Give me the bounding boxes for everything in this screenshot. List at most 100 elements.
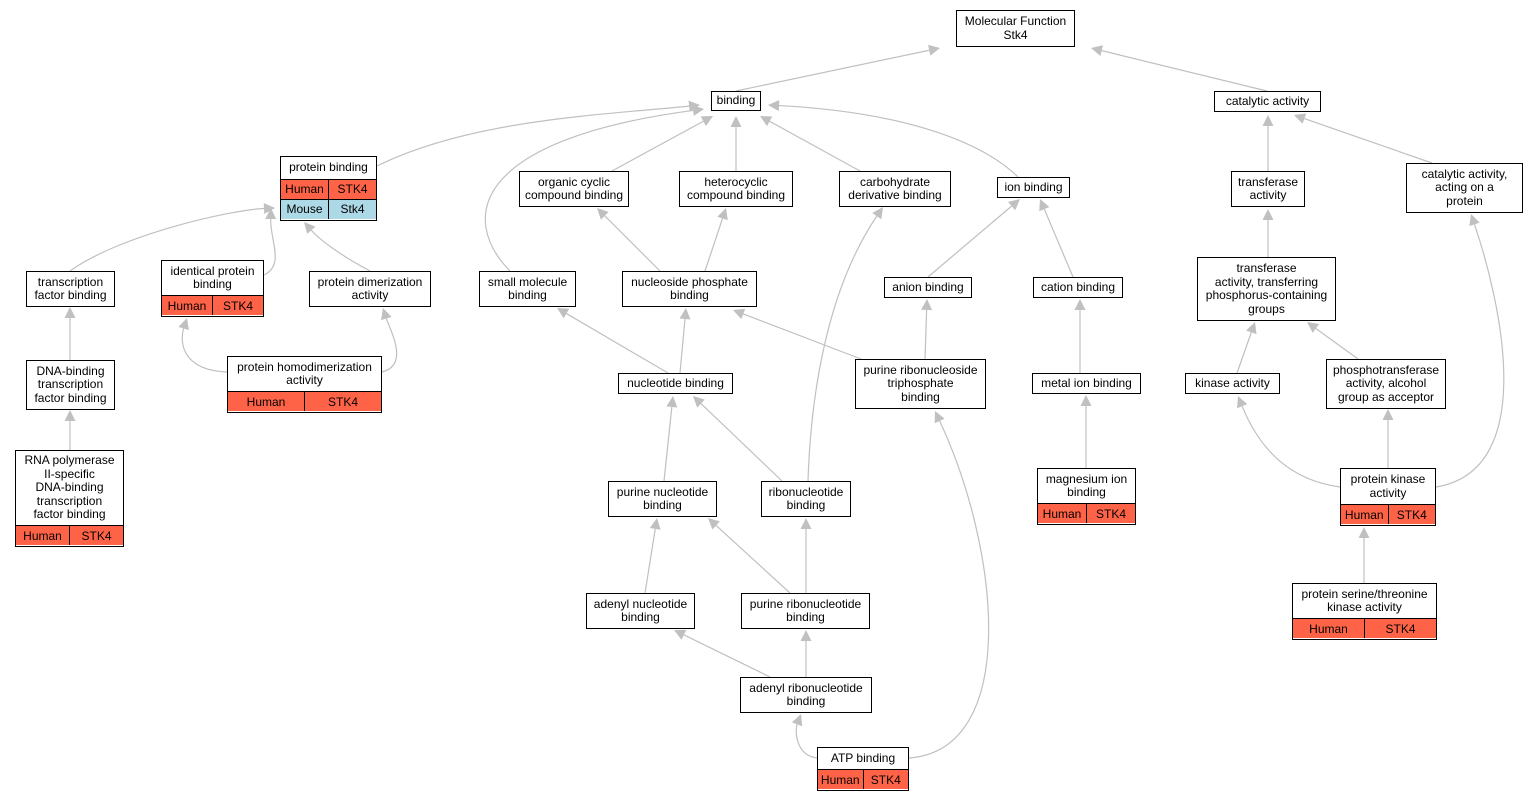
edge-line bbox=[1315, 327, 1359, 360]
go-term-mf[interactable]: Molecular Function Stk4 bbox=[956, 10, 1075, 47]
go-term-small-molecule[interactable]: small molecule binding bbox=[479, 271, 576, 307]
go-term-cat-protein[interactable]: catalytic activity, acting on a protein bbox=[1406, 163, 1523, 213]
go-term-label: small molecule binding bbox=[487, 274, 568, 302]
arrowhead bbox=[679, 308, 691, 320]
go-term-label: adenyl ribonucleotide binding bbox=[749, 680, 863, 708]
go-term-adenyl-rnt[interactable]: adenyl ribonucleotide binding bbox=[740, 677, 872, 713]
go-term-label: RNA polymerase II-specific DNA-binding t… bbox=[24, 453, 115, 522]
arrowhead bbox=[1294, 113, 1307, 124]
edge-line bbox=[807, 215, 878, 482]
edge-nucleoside-phosphate-to-organic-cyclic bbox=[597, 208, 661, 272]
go-term-label: purine ribonucleoside triphosphate bindi… bbox=[863, 362, 978, 404]
go-term-metal-ion[interactable]: metal ion binding bbox=[1032, 373, 1141, 394]
arrowhead bbox=[800, 518, 812, 529]
go-term-nucleotide[interactable]: nucleotide binding bbox=[618, 373, 733, 394]
go-term-rnapii[interactable]: RNA polymerase II-specific DNA-binding t… bbox=[15, 450, 124, 547]
go-term-phosphotransferase[interactable]: phosphotransferase activity, alcohol gro… bbox=[1326, 359, 1446, 409]
go-term-label: anion binding bbox=[892, 279, 964, 294]
go-term-dna-tf[interactable]: DNA-binding transcription factor binding bbox=[26, 360, 115, 410]
go-term-transferase[interactable]: transferase activity bbox=[1231, 171, 1305, 207]
species-label: Human bbox=[1042, 506, 1082, 521]
arrowhead bbox=[265, 208, 277, 220]
go-term-label: Molecular Function Stk4 bbox=[964, 14, 1067, 42]
go-term-label: transcription factor binding bbox=[34, 274, 107, 302]
arrowhead bbox=[557, 308, 570, 319]
edge-line bbox=[778, 104, 1019, 178]
go-term-label: ATP binding bbox=[830, 750, 896, 765]
go-term-label: binding bbox=[716, 93, 756, 108]
edge-adenyl-rnt-to-purine-rnt bbox=[800, 630, 812, 677]
edge-ser-thr-to-protein-kinase bbox=[1358, 527, 1370, 583]
go-term-purine-rntp[interactable]: purine ribonucleoside triphosphate bindi… bbox=[855, 359, 986, 409]
arrowhead bbox=[693, 396, 705, 408]
go-term-transferase-p[interactable]: transferase activity, transferring phosp… bbox=[1197, 257, 1336, 321]
arrowhead bbox=[928, 44, 940, 56]
go-term-ser-thr[interactable]: protein serine/threonine kinase activity… bbox=[1292, 583, 1437, 640]
go-term-purine-nt[interactable]: purine nucleotide binding bbox=[608, 481, 717, 517]
edge-line bbox=[704, 218, 724, 272]
edge-line bbox=[700, 403, 783, 482]
edge-carbohydrate-to-binding bbox=[760, 116, 861, 172]
go-term-ion-binding[interactable]: ion binding bbox=[997, 177, 1070, 198]
go-term-label: identical protein binding bbox=[170, 263, 255, 292]
edge-line bbox=[735, 49, 930, 92]
arrowhead bbox=[800, 630, 812, 641]
go-term-binding[interactable]: binding bbox=[711, 91, 761, 111]
go-term-dimerization[interactable]: protein dimerization activity bbox=[309, 271, 431, 307]
edge-line bbox=[1304, 118, 1433, 164]
go-term-adenyl-nt[interactable]: adenyl nucleotide binding bbox=[586, 593, 695, 629]
go-term-ribonucleotide[interactable]: ribonucleotide binding bbox=[761, 481, 851, 517]
go-term-label: catalytic activity, acting on a protein bbox=[1421, 166, 1508, 208]
arrowhead bbox=[1074, 299, 1086, 310]
arrowhead bbox=[768, 100, 780, 112]
edge-magnesium-to-metal-ion bbox=[1080, 395, 1092, 468]
go-term-anion[interactable]: anion binding bbox=[884, 277, 972, 298]
go-term-label: metal ion binding bbox=[1041, 375, 1132, 390]
arrowhead bbox=[1382, 409, 1394, 420]
arrowhead bbox=[1262, 115, 1274, 126]
go-term-label: nucleotide binding bbox=[627, 375, 724, 390]
go-term-label: protein binding bbox=[289, 160, 368, 175]
gene-label: STK4 bbox=[328, 179, 376, 199]
go-term-nucleoside-phosphate[interactable]: nucleoside phosphate binding bbox=[622, 271, 757, 307]
species-label: Human bbox=[167, 298, 207, 313]
go-term-catalytic[interactable]: catalytic activity bbox=[1214, 91, 1321, 112]
go-term-carbohydrate[interactable]: carbohydrate derivative binding bbox=[839, 171, 951, 207]
go-term-label: ribonucleotide binding bbox=[768, 484, 844, 512]
go-term-label: transferase activity bbox=[1237, 174, 1299, 202]
edge-organic-cyclic-to-binding bbox=[611, 116, 713, 172]
go-term-label: magnesium ion binding bbox=[1045, 471, 1128, 500]
go-term-label: catalytic activity bbox=[1225, 93, 1310, 108]
go-term-organic-cyclic[interactable]: organic cyclic compound binding bbox=[519, 171, 629, 207]
go-term-purine-rnt[interactable]: purine ribonucleotide binding bbox=[741, 593, 870, 629]
go-term-kinase[interactable]: kinase activity bbox=[1185, 373, 1280, 394]
go-term-tf-binding[interactable]: transcription factor binding bbox=[26, 271, 115, 307]
arrowhead bbox=[1237, 396, 1248, 409]
go-term-label: kinase activity bbox=[1195, 375, 1270, 390]
go-term-cation[interactable]: cation binding bbox=[1033, 277, 1123, 298]
edge-kinase-to-transferase-p bbox=[1236, 322, 1257, 374]
edge-line bbox=[310, 229, 371, 272]
arrowhead bbox=[1080, 395, 1092, 406]
arrowhead bbox=[1091, 45, 1103, 56]
go-term-heterocyclic[interactable]: heterocyclic compound binding bbox=[679, 171, 793, 207]
edge-ion-binding-to-binding bbox=[768, 100, 1019, 178]
species-label: Human bbox=[23, 528, 62, 543]
species-label: Human bbox=[285, 182, 324, 197]
edge-small-molecule-to-binding bbox=[484, 104, 704, 272]
edge-binding-to-mf bbox=[735, 44, 940, 92]
go-term-label: purine ribonucleotide binding bbox=[749, 596, 862, 624]
go-term-label: protein dimerization activity bbox=[317, 274, 423, 302]
edge-line bbox=[1236, 332, 1252, 374]
edge-line bbox=[924, 309, 928, 360]
species-label: Human bbox=[1309, 621, 1348, 636]
